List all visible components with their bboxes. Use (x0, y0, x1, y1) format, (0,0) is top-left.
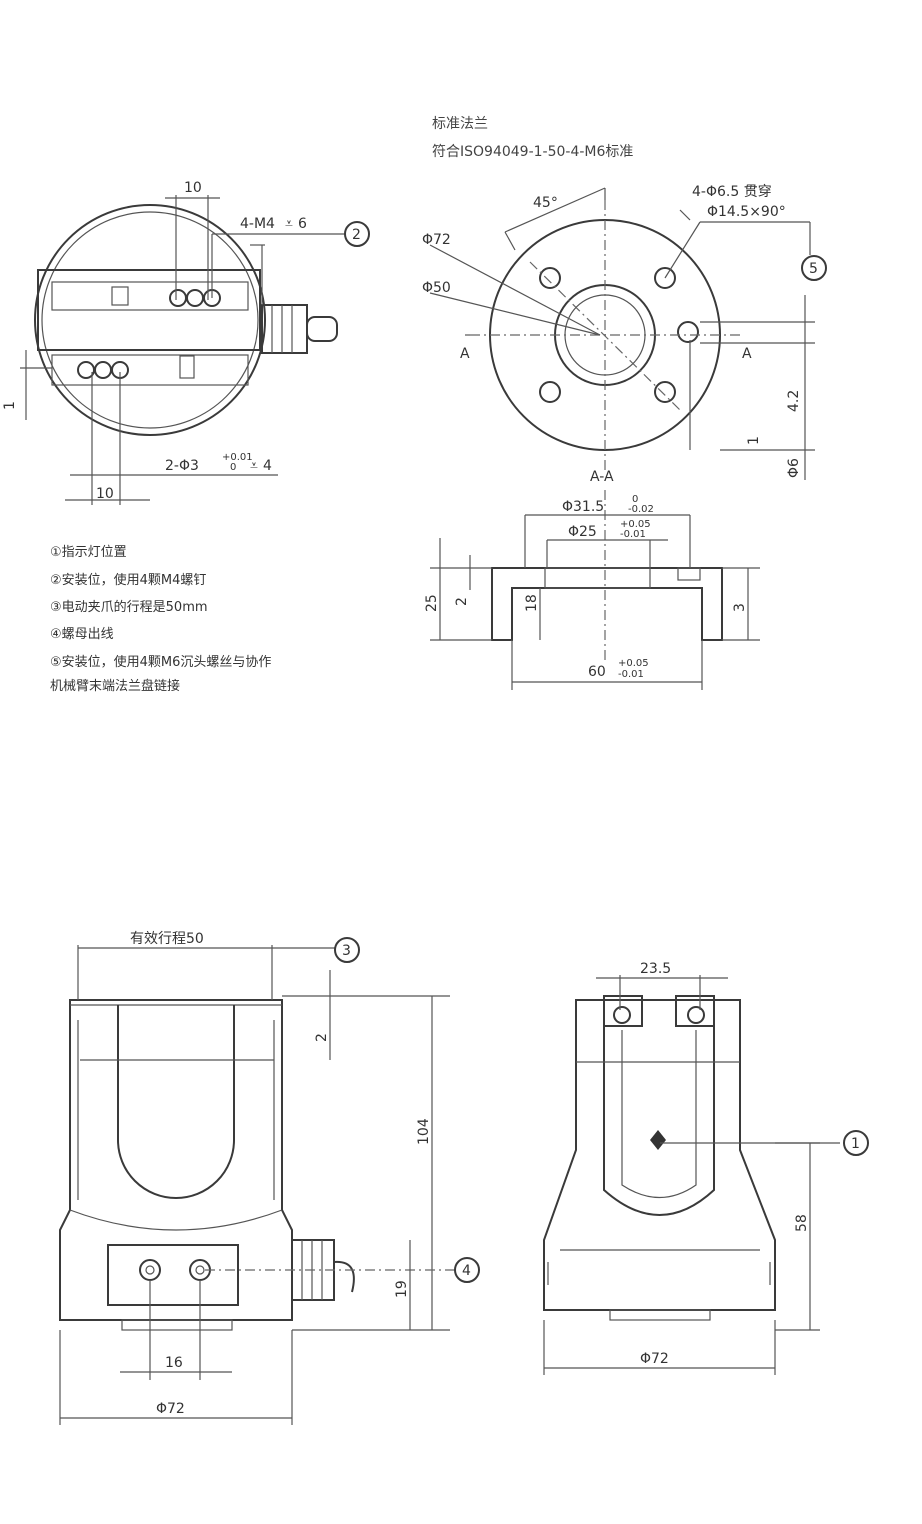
note-item: ①指示灯位置 (50, 545, 127, 560)
dim-sec-2: 2 (454, 597, 470, 606)
dim-side-58: 58 (794, 1214, 810, 1232)
dim-phi50: Φ50 (422, 280, 451, 296)
dim-front-2: 2 (314, 1033, 330, 1042)
dim-phi25-tol-dn: -0.01 (620, 529, 646, 540)
dim-right-1: 1 (746, 436, 762, 445)
side-view (543, 975, 840, 1375)
dim-sec-18: 18 (524, 594, 540, 612)
section-mark-left: A (460, 346, 470, 362)
callout-circle (334, 937, 360, 963)
dim-phi3-depth: 4 (263, 458, 272, 474)
note-item: ②安装位，使用4颗M4螺钉 (50, 572, 206, 588)
dim-side-phi72: Φ72 (640, 1351, 669, 1367)
dim-right-phi6: Φ6 (786, 458, 802, 478)
depth-symbol-icon: ⩡ (285, 216, 293, 232)
callout-circle (344, 221, 370, 247)
dim-phi25-tol-up: +0.05 (620, 519, 651, 530)
callout-label: 2 (352, 227, 361, 243)
callout-circle (801, 255, 827, 281)
front-view (59, 945, 455, 1425)
dim-phi3-holes: 2-Φ3 (165, 458, 199, 474)
dim-phi31-5-tol-dn: -0.02 (628, 504, 654, 515)
dim-bottom-10: 10 (96, 486, 114, 502)
note-item: 机械臂末端法兰盘链接 (50, 678, 180, 694)
section-view (430, 490, 760, 690)
dim-phi3-tol-up: +0.01 (222, 452, 253, 463)
dim-csink: Φ14.5×90° (707, 204, 786, 220)
dim-sec-25: 25 (424, 594, 440, 612)
section-label: A-A (590, 469, 614, 485)
note-item: ③电动夹爪的行程是50mm (50, 599, 208, 615)
dim-m4-thread: 4-M4 (240, 216, 275, 232)
top-view (20, 195, 345, 505)
dim-phi72: Φ72 (422, 232, 451, 248)
dim-sec-60: 60 (588, 664, 606, 680)
callout-label: 3 (342, 943, 351, 959)
dim-phi31-5-tol-up: 0 (632, 494, 638, 505)
dim-angle-45: 45° (533, 195, 558, 211)
flange-title: 标准法兰 (432, 116, 488, 132)
dim-phi3-tol-dn: 0 (230, 462, 236, 473)
callout-circle (454, 1257, 480, 1283)
callout-label: 4 (462, 1263, 471, 1279)
dim-top-10: 10 (184, 180, 202, 196)
dim-side-23-5: 23.5 (640, 961, 671, 977)
dim-sec-60-tol-dn: -0.01 (618, 669, 644, 680)
dim-right-42: 4.2 (786, 390, 802, 412)
callout-label: 5 (809, 261, 818, 277)
dim-left-1: 1 (2, 401, 18, 410)
flange-spec: 符合ISO94049-1-50-4-M6标准 (432, 144, 633, 160)
dim-m4-depth: 6 (298, 216, 307, 232)
note-item: ⑤安装位，使用4颗M6沉头螺丝与协作 (50, 654, 271, 670)
dim-phi31-5: Φ31.5 (562, 499, 604, 515)
flange-view (429, 187, 815, 480)
dim-phi25: Φ25 (568, 524, 597, 540)
note-item: ④螺母出线 (50, 627, 114, 642)
dim-thru-hole: 4-Φ6.5 贯穿 (692, 184, 772, 200)
section-mark-right: A (742, 346, 752, 362)
dim-front-phi72: Φ72 (156, 1401, 185, 1417)
dim-front-104: 104 (416, 1118, 432, 1145)
callout-circle (843, 1130, 869, 1156)
depth-symbol-icon: ⩡ (250, 458, 258, 474)
callout-label: 1 (851, 1136, 860, 1152)
dim-front-19: 19 (394, 1280, 410, 1298)
dim-front-16: 16 (165, 1355, 183, 1371)
dim-sec-60-tol-up: +0.05 (618, 658, 649, 669)
dim-sec-3: 3 (732, 603, 748, 612)
dim-stroke-50: 有效行程50 (130, 931, 204, 947)
